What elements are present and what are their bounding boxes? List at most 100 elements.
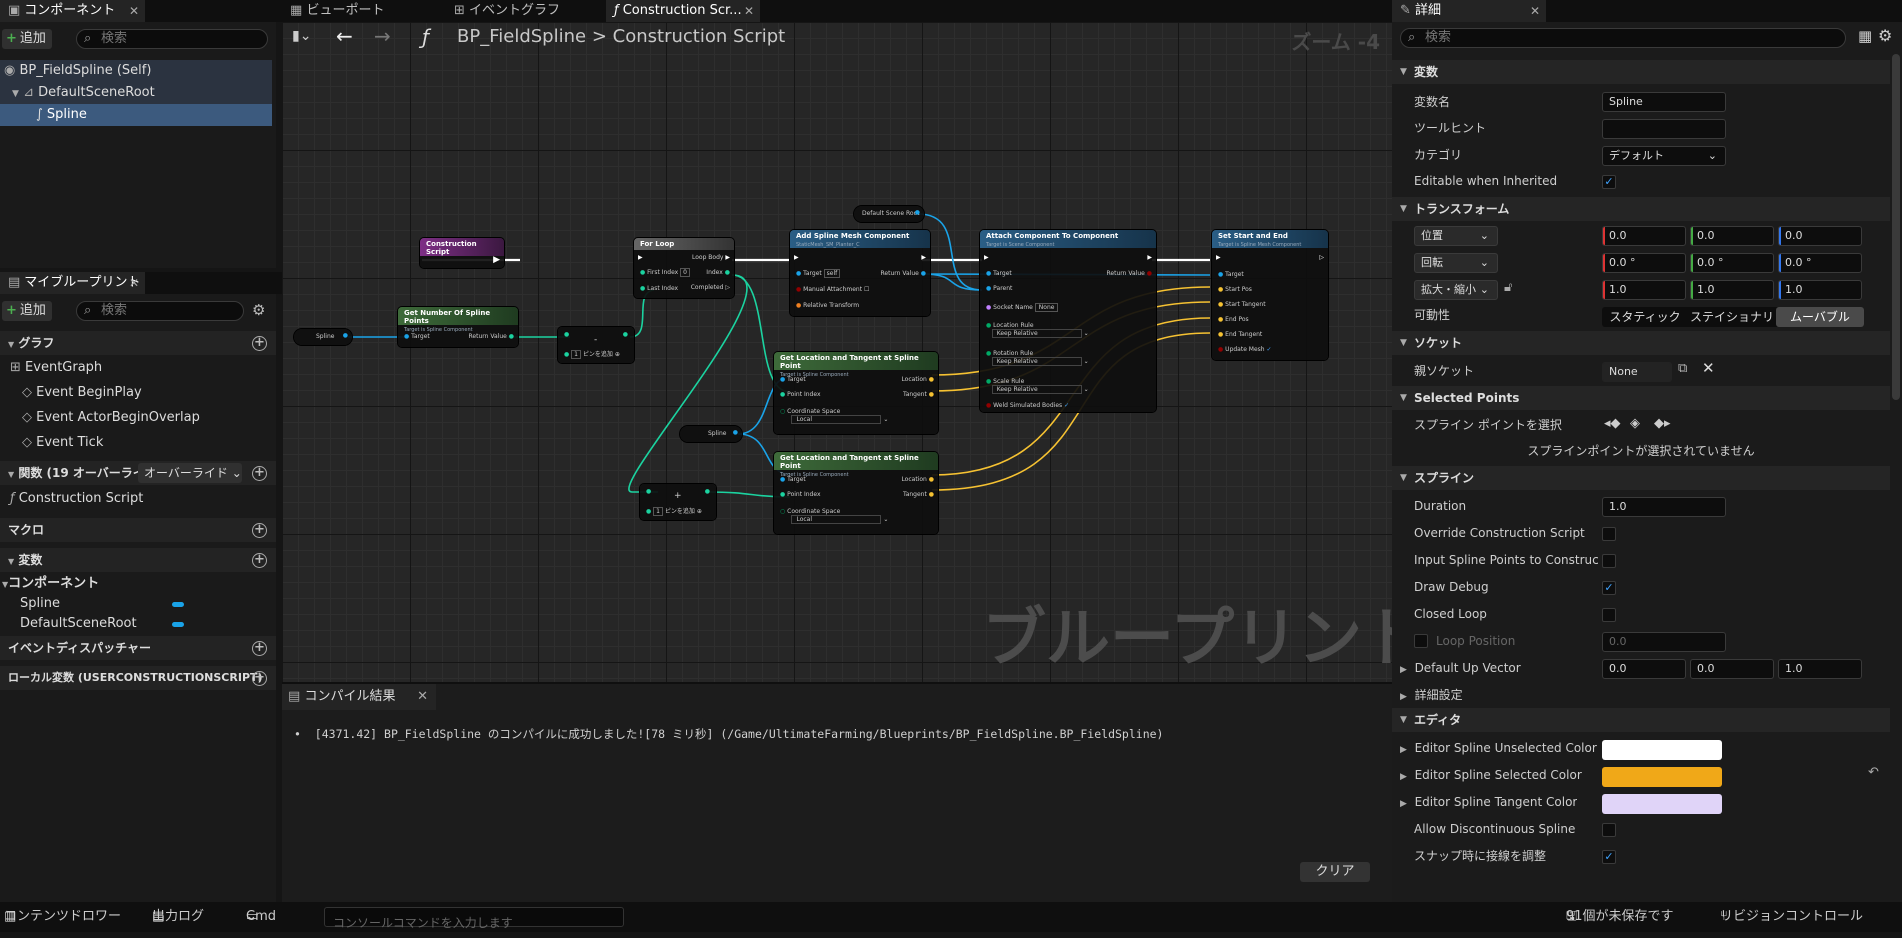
location-mode-dropdown[interactable]: 位置⌄ xyxy=(1414,226,1498,246)
pin-a[interactable]: ● xyxy=(646,488,652,495)
graph-item-eventtick[interactable]: ◇ Event Tick xyxy=(0,432,103,454)
unselected-color-swatch[interactable] xyxy=(1602,740,1722,760)
tree-item-spline[interactable]: ∫ Spline xyxy=(0,104,272,126)
details-scrollbar[interactable] xyxy=(1892,54,1900,400)
pin-end-tangent[interactable]: ● End Tangent xyxy=(1218,331,1263,338)
add-component-button[interactable]: +追加 xyxy=(2,29,52,49)
pin-return[interactable]: Return Value ● xyxy=(1106,270,1152,277)
pin-location[interactable]: Location ● xyxy=(901,476,934,483)
pin-location[interactable]: Location ● xyxy=(901,376,934,383)
pin-out[interactable]: ● xyxy=(622,331,628,338)
pin-tangent[interactable]: Tangent ● xyxy=(903,391,934,398)
close-icon[interactable]: ✕ xyxy=(128,4,139,18)
tooltip-field[interactable] xyxy=(1602,119,1726,139)
table-view-icon[interactable]: ▦ xyxy=(1858,27,1873,45)
pin-target[interactable]: ● Target xyxy=(1218,271,1244,278)
category-variable[interactable]: ▼変数 xyxy=(1392,60,1890,84)
pin-a[interactable]: ● xyxy=(564,331,570,338)
rotation-z-field[interactable]: 0.0 ° xyxy=(1778,253,1862,273)
bookmark-icon[interactable]: ▮⌄ xyxy=(292,28,312,44)
editable-inherited-checkbox[interactable]: ✓ xyxy=(1602,175,1616,189)
graph-canvas[interactable]: ▮⌄ ← → ƒ BP_FieldSpline > Construction S… xyxy=(282,22,1392,682)
tree-item-defaultsceneroot[interactable]: ▼ ⊿ DefaultSceneRoot xyxy=(0,82,272,104)
pin-socket-name[interactable]: ● Socket Name None xyxy=(986,303,1059,312)
add-local-var-icon[interactable]: + xyxy=(252,671,267,686)
section-variables[interactable]: ▼ 変数 xyxy=(0,548,276,572)
draw-debug-checkbox[interactable]: ✓ xyxy=(1602,581,1616,595)
section-dispatchers[interactable]: イベントディスパッチャー xyxy=(0,636,276,660)
pin-out[interactable]: ● xyxy=(704,488,710,495)
pin-relative-transform[interactable]: ● Relative Transform xyxy=(796,302,860,309)
var-out-pin[interactable]: ● xyxy=(342,332,348,339)
section-graph[interactable]: ▼ グラフ xyxy=(0,331,276,355)
node-default-scene-root[interactable]: Default Scene Root ● xyxy=(854,206,924,222)
forward-arrow-icon[interactable]: → xyxy=(374,24,391,48)
function-item-construction[interactable]: ƒ Construction Script xyxy=(0,488,143,510)
loop-position-checkbox[interactable] xyxy=(1414,634,1428,648)
select-prev-point-icon[interactable]: ◂◆ xyxy=(1604,416,1621,431)
lock-icon[interactable]: 🔓︎ xyxy=(1504,280,1513,295)
breadcrumb-blueprint[interactable]: BP_FieldSpline xyxy=(457,26,587,47)
category-transform[interactable]: ▼トランスフォーム xyxy=(1392,197,1890,221)
cmd-dropdown[interactable]: ▭ Cmd ⌄ xyxy=(246,902,276,932)
exec-in-pin[interactable]: ▶ xyxy=(794,254,799,261)
var-group-components[interactable]: ▼コンポーネント xyxy=(0,573,99,595)
node-for-loop[interactable]: For Loop ▶ ● First Index 0 ● Last Index … xyxy=(634,238,734,298)
pin-point-index[interactable]: ● Point Index xyxy=(780,491,821,498)
exec-out-pin[interactable]: ▷ xyxy=(1319,254,1324,261)
exec-out-pin[interactable]: ▶ xyxy=(493,255,500,265)
node-subtract[interactable]: ● - ● ● 1 ピンを追加 ⊕ xyxy=(558,327,634,363)
select-next-point-icon[interactable]: ◆▸ xyxy=(1654,416,1671,431)
add-member-button[interactable]: +追加 xyxy=(2,301,52,321)
pin-index[interactable]: Index ● xyxy=(706,269,730,276)
mobility-movable-button[interactable]: ムーバブル xyxy=(1776,307,1864,327)
var-item-spline[interactable]: Spline xyxy=(0,593,200,615)
override-dropdown[interactable]: オーバーライド ⌄ xyxy=(138,463,242,483)
gear-icon[interactable]: ⚙ xyxy=(1878,26,1893,45)
label-default-up[interactable]: ▶ Default Up Vector xyxy=(1400,655,1521,681)
add-variable-icon[interactable]: + xyxy=(252,553,267,568)
selected-color-swatch[interactable] xyxy=(1602,767,1722,787)
tab-viewport[interactable]: ▦ ビューポート xyxy=(282,0,442,22)
mobility-static-button[interactable]: スタティック xyxy=(1609,310,1681,324)
pin-tangent[interactable]: Tangent ● xyxy=(903,491,934,498)
scale-mode-dropdown[interactable]: 拡大・縮小⌄ xyxy=(1414,280,1498,300)
rotation-mode-dropdown[interactable]: 回転⌄ xyxy=(1414,253,1498,273)
node-construction-script[interactable]: Construction Script ▶ xyxy=(420,238,504,268)
pin-rotation-rule[interactable]: ● Rotation Rule Keep Relative ⌄ xyxy=(986,350,1089,366)
tab-components[interactable]: ▣コンポーネント ✕ xyxy=(0,0,145,22)
variable-name-field[interactable]: Spline xyxy=(1602,92,1726,112)
graph-item-actorbeginoverlap[interactable]: ◇ Event ActorBeginOverlap xyxy=(0,407,200,429)
label-unselected-color[interactable]: ▶ Editor Spline Unselected Color xyxy=(1400,735,1597,761)
tab-construction-script[interactable]: ƒ Construction Scr...✕ xyxy=(606,0,760,22)
override-cs-checkbox[interactable] xyxy=(1602,527,1616,541)
mobility-stationary-button[interactable]: ステイショナリ xyxy=(1689,310,1774,324)
pin-return[interactable]: Return Value ● xyxy=(468,333,514,340)
pin-update-mesh[interactable]: ● Update Mesh ✓ xyxy=(1218,346,1272,353)
pin-weld[interactable]: ● Weld Simulated Bodies ✓ xyxy=(986,402,1070,409)
exec-out-pin[interactable]: ▶ xyxy=(921,254,926,261)
reset-default-icon[interactable]: ↶ xyxy=(1868,765,1879,780)
category-dropdown[interactable]: デフォルト ⌄ xyxy=(1602,146,1726,166)
close-icon[interactable]: ✕ xyxy=(417,689,428,704)
rotation-y-field[interactable]: 0.0 ° xyxy=(1690,253,1774,273)
location-z-field[interactable]: 0.0 xyxy=(1778,226,1862,246)
pin-return[interactable]: Return Value ● xyxy=(880,270,926,277)
scale-z-field[interactable]: 1.0 xyxy=(1778,280,1862,300)
tab-details[interactable]: ✎ 詳細 ✕ xyxy=(1392,0,1546,22)
components-search-input[interactable]: ⌕検索 xyxy=(76,29,268,49)
graph-item-beginplay[interactable]: ◇ Event BeginPlay xyxy=(0,382,142,404)
gear-icon[interactable]: ⚙ xyxy=(252,301,266,319)
pin-last-index[interactable]: ● Last Index xyxy=(640,285,679,292)
add-graph-icon[interactable]: + xyxy=(252,336,267,351)
input-points-checkbox[interactable] xyxy=(1602,554,1616,568)
pin-start-pos[interactable]: ● Start Pos xyxy=(1218,286,1252,293)
location-y-field[interactable]: 0.0 xyxy=(1690,226,1774,246)
pin-scale-rule[interactable]: ● Scale Rule Keep Relative ⌄ xyxy=(986,378,1089,394)
pin-target[interactable]: ● Target xyxy=(780,476,806,483)
var-out-pin[interactable]: ● xyxy=(732,429,738,436)
